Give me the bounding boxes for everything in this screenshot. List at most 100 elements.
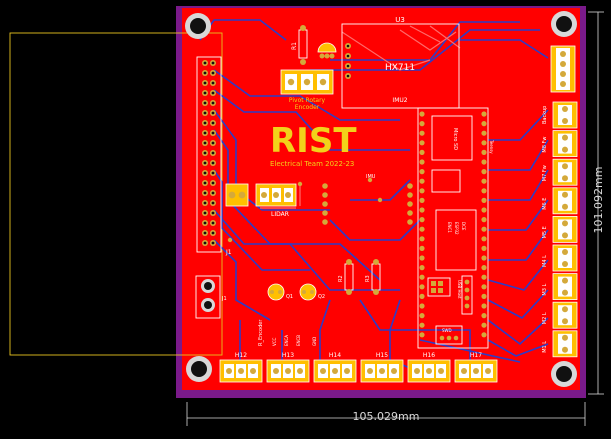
imu-pin [407, 201, 413, 207]
swd-header: SWD [435, 325, 463, 345]
teensy-pin [419, 322, 425, 328]
imu-pin [322, 201, 328, 207]
teensy-pin [481, 332, 487, 338]
teensy-pin [481, 265, 487, 271]
teensy-pin [481, 188, 487, 194]
vias [227, 177, 383, 243]
teensy-pin [419, 245, 425, 251]
right-connector-label: M3 L [542, 284, 548, 296]
right-connector: M6 E [542, 187, 578, 215]
top-layer-traces [260, 25, 461, 209]
right-connector: Backup [542, 101, 578, 129]
lidar-label: LIDAR [271, 211, 289, 218]
right-connector-label: M5 E [542, 226, 548, 238]
teensy-pin [419, 284, 425, 290]
usb-host: USB Host [427, 275, 473, 315]
right-connector-label: M2 L [542, 312, 548, 324]
imu-pin [407, 219, 413, 225]
teensy-pin [419, 149, 425, 155]
pivot-encoder-label-1: Pivot Rotary [289, 97, 326, 104]
imu2-label: IMU2 [392, 97, 407, 104]
teensy-pin [419, 303, 425, 309]
teensy-pin [481, 207, 487, 213]
right-connector-label: M6 E [542, 198, 548, 210]
chip-line-3: DCE [461, 222, 466, 231]
r2-label: R2 [338, 275, 344, 282]
enca-label: ENCA [284, 335, 289, 346]
right-connector-label: M7 Fw [542, 165, 548, 181]
teensy-pin [481, 322, 487, 328]
teensy-pin [419, 121, 425, 127]
transistor-top [317, 42, 337, 59]
teensy-pin [419, 178, 425, 184]
teensy-pin [419, 255, 425, 261]
resistor-r1: R1 [291, 25, 308, 65]
r-encoder-labels: R_Encoder VCC ENCA ENCB GND [258, 319, 317, 346]
teensy-pin [481, 303, 487, 309]
resistors-r2-r3: R2 R3 [338, 259, 381, 295]
imu-label: IMU [366, 174, 376, 180]
bottom-connector-label: H17 [470, 352, 482, 359]
teensy-pin [419, 226, 425, 232]
bottom-connector-label: H12 [235, 352, 247, 359]
teensy-pin [481, 159, 487, 165]
teensy-pin [419, 188, 425, 194]
teensy-pin [419, 332, 425, 338]
header-j1-small: J1 [195, 275, 227, 319]
teensy-pin [419, 207, 425, 213]
bottom-connector: H15 [360, 352, 404, 383]
bottom-connector: H12 [219, 352, 263, 383]
teensy-pin [481, 245, 487, 251]
right-connector: M4 L [542, 244, 578, 272]
r-encoder-label: R_Encoder [258, 319, 264, 346]
mounting-holes [185, 11, 577, 387]
top-right-header [550, 45, 576, 93]
right-connector: M7 Fw [542, 158, 578, 186]
rist-logo: RIST Electrical Team 2022-23 [270, 121, 357, 168]
imu-header: IMU [322, 174, 413, 225]
chip-line-1: ENC1 [447, 222, 452, 233]
imu-pin [322, 219, 328, 225]
chip-line-2: ESP32 [454, 222, 459, 235]
teensy-pin [481, 226, 487, 232]
r1-label: R1 [291, 42, 298, 50]
teensy-pin [481, 130, 487, 136]
swd-label: SWD [442, 328, 452, 333]
teensy-pin [419, 313, 425, 319]
bottom-connector-label: H15 [376, 352, 388, 359]
bottom-connector: H13 [266, 352, 310, 383]
teensy-pin [419, 169, 425, 175]
transistors-q1-q2: Q1 Q2 [267, 283, 325, 301]
right-connector: M2 L [542, 301, 578, 329]
right-connector-label: M8 Fw [542, 137, 548, 153]
teensy-pin [419, 111, 425, 117]
right-connector: M1 L [542, 330, 578, 358]
teensy-pin [419, 159, 425, 165]
bottom-connector: H17 [454, 352, 498, 383]
teensy-pin [481, 293, 487, 299]
teensy-pin [419, 265, 425, 271]
teensy-pin [481, 284, 487, 290]
right-motor-connectors: Backup M8 Fw M7 Fw M6 E M5 E M4 L M3 L M2 L M1 L [542, 101, 578, 358]
teensy-pin [481, 140, 487, 146]
teensy-pin [481, 169, 487, 175]
teensy-pin [481, 121, 487, 127]
r3-label: R3 [365, 275, 371, 282]
teensy-label: Teensy [489, 139, 494, 154]
teensy-pin [419, 236, 425, 242]
teensy-pin [481, 313, 487, 319]
right-connector: M3 L [542, 273, 578, 301]
teensy-pin [481, 255, 487, 261]
lidar-connector: LIDAR [225, 183, 297, 218]
teensy-pin [419, 130, 425, 136]
bottom-layer-traces [199, 19, 549, 373]
width-dimension-label: 105.029mm [353, 410, 420, 423]
teensy-pin [419, 140, 425, 146]
teensy-pin [481, 178, 487, 184]
right-connector-label: M1 L [542, 341, 548, 353]
j1-small-label: J1 [221, 296, 227, 302]
bottom-connector-label: H14 [329, 352, 341, 359]
teensy-pin [481, 217, 487, 223]
